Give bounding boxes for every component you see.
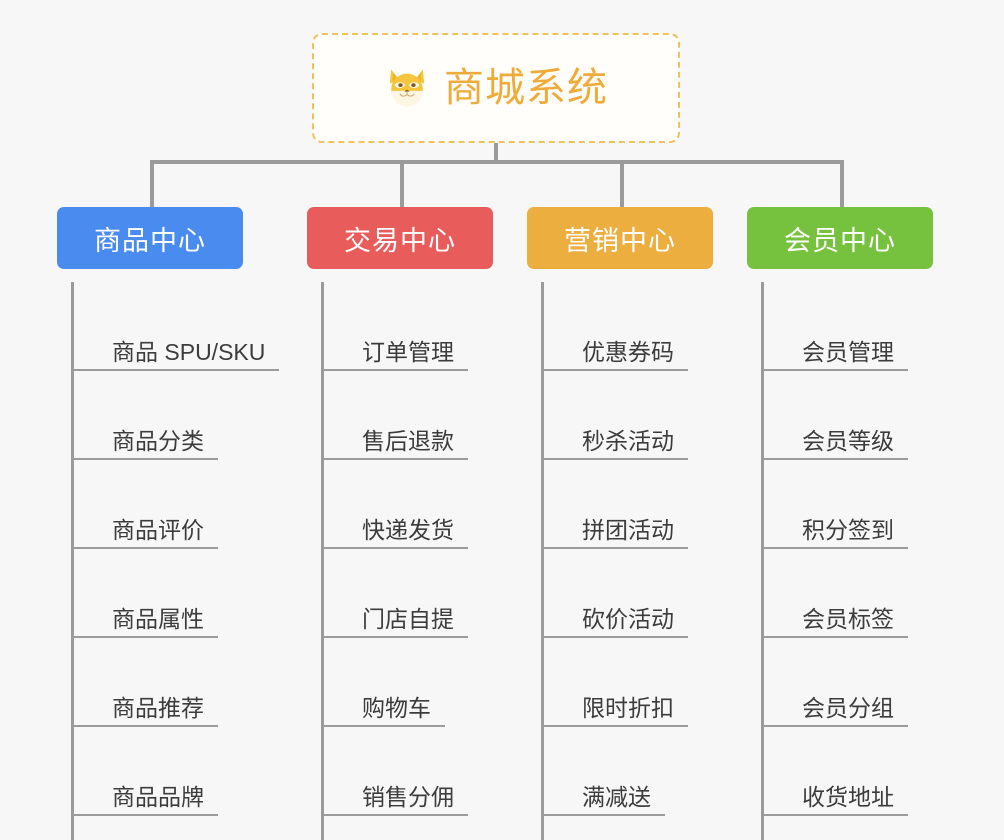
leaf-label: 满减送 bbox=[582, 783, 651, 810]
leaf-underline bbox=[71, 547, 218, 549]
leaf-item[interactable]: 会员标签 bbox=[761, 549, 943, 638]
leaf-underline bbox=[321, 458, 468, 460]
root-title: 商城系统 bbox=[444, 66, 608, 110]
leaf-label: 门店自提 bbox=[362, 605, 454, 632]
leaf-label: 商品属性 bbox=[112, 605, 204, 632]
leaf-list-trade: 订单管理 售后退款 快递发货 门店自提 购物车 销售分佣 bbox=[307, 282, 503, 840]
leaf-item[interactable]: 砍价活动 bbox=[541, 549, 723, 638]
leaf-label: 订单管理 bbox=[362, 338, 454, 365]
leaf-item[interactable]: 秒杀活动 bbox=[541, 371, 723, 460]
leaf-label: 商品分类 bbox=[112, 427, 204, 454]
leaf-item[interactable]: 商品属性 bbox=[71, 549, 253, 638]
leaf-underline bbox=[541, 369, 688, 371]
leaf-label: 收货地址 bbox=[802, 783, 894, 810]
leaf-item[interactable]: 销售分佣 bbox=[321, 727, 503, 816]
leaf-spine bbox=[541, 282, 544, 840]
leaf-item[interactable]: 收货地址 bbox=[761, 727, 943, 816]
connector-drop-1 bbox=[150, 160, 154, 207]
leaf-underline bbox=[541, 725, 688, 727]
branch-column-marketing: 营销中心 优惠券码 秒杀活动 拼团活动 砍价活动 限时折扣 满减送 bbox=[527, 207, 723, 840]
category-header-marketing[interactable]: 营销中心 bbox=[527, 207, 713, 269]
leaf-underline bbox=[71, 814, 218, 816]
leaf-underline bbox=[71, 458, 218, 460]
leaf-label: 快递发货 bbox=[362, 516, 454, 543]
branch-column-trade: 交易中心 订单管理 售后退款 快递发货 门店自提 购物车 销售分佣 bbox=[307, 207, 503, 840]
leaf-label: 砍价活动 bbox=[582, 605, 674, 632]
leaf-label: 优惠券码 bbox=[582, 338, 674, 365]
leaf-item[interactable]: 商品推荐 bbox=[71, 638, 253, 727]
connector-horizontal-bus bbox=[150, 160, 842, 164]
leaf-underline bbox=[71, 369, 279, 371]
leaf-item[interactable]: 拼团活动 bbox=[541, 460, 723, 549]
leaf-label: 会员分组 bbox=[802, 694, 894, 721]
leaf-underline bbox=[321, 547, 468, 549]
leaf-label: 商品品牌 bbox=[112, 783, 204, 810]
leaf-label: 限时折扣 bbox=[582, 694, 674, 721]
leaf-underline bbox=[541, 636, 688, 638]
leaf-underline bbox=[761, 369, 908, 371]
leaf-label: 拼团活动 bbox=[582, 516, 674, 543]
leaf-underline bbox=[761, 814, 908, 816]
leaf-item[interactable]: 会员管理 bbox=[761, 282, 943, 371]
leaf-item[interactable]: 会员分组 bbox=[761, 638, 943, 727]
leaf-item[interactable]: 快递发货 bbox=[321, 460, 503, 549]
leaf-label: 商品推荐 bbox=[112, 694, 204, 721]
leaf-label: 会员等级 bbox=[802, 427, 894, 454]
leaf-underline bbox=[541, 814, 665, 816]
root-node[interactable]: 商城系统 bbox=[312, 33, 680, 143]
leaf-label: 会员管理 bbox=[802, 338, 894, 365]
leaf-item[interactable]: 限时折扣 bbox=[541, 638, 723, 727]
leaf-item[interactable]: 积分签到 bbox=[761, 460, 943, 549]
leaf-item[interactable]: 售后退款 bbox=[321, 371, 503, 460]
leaf-underline bbox=[321, 725, 445, 727]
leaf-list-marketing: 优惠券码 秒杀活动 拼团活动 砍价活动 限时折扣 满减送 bbox=[527, 282, 723, 840]
leaf-underline bbox=[541, 458, 688, 460]
leaf-underline bbox=[321, 369, 468, 371]
branch-column-product: 商品中心 商品 SPU/SKU 商品分类 商品评价 商品属性 商品推荐 商品品牌 bbox=[57, 207, 279, 840]
leaf-item[interactable]: 优惠券码 bbox=[541, 282, 723, 371]
leaf-item[interactable]: 会员等级 bbox=[761, 371, 943, 460]
leaf-underline bbox=[761, 458, 908, 460]
category-header-product[interactable]: 商品中心 bbox=[57, 207, 243, 269]
leaf-list-product: 商品 SPU/SKU 商品分类 商品评价 商品属性 商品推荐 商品品牌 bbox=[57, 282, 279, 840]
leaf-label: 会员标签 bbox=[802, 605, 894, 632]
connector-drop-3 bbox=[620, 160, 624, 207]
connector-drop-2 bbox=[400, 160, 404, 207]
leaf-label: 销售分佣 bbox=[362, 783, 454, 810]
branch-column-member: 会员中心 会员管理 会员等级 积分签到 会员标签 会员分组 收货地址 bbox=[747, 207, 943, 840]
leaf-label: 积分签到 bbox=[802, 516, 894, 543]
connector-drop-4 bbox=[840, 160, 844, 207]
leaf-label: 售后退款 bbox=[362, 427, 454, 454]
category-header-member[interactable]: 会员中心 bbox=[747, 207, 933, 269]
leaf-item[interactable]: 商品品牌 bbox=[71, 727, 253, 816]
leaf-underline bbox=[71, 636, 218, 638]
leaf-list-member: 会员管理 会员等级 积分签到 会员标签 会员分组 收货地址 bbox=[747, 282, 943, 840]
shiba-inu-dog-face-icon bbox=[389, 69, 425, 107]
leaf-label: 秒杀活动 bbox=[582, 427, 674, 454]
leaf-underline bbox=[321, 814, 468, 816]
leaf-spine bbox=[321, 282, 324, 840]
leaf-item[interactable]: 订单管理 bbox=[321, 282, 503, 371]
leaf-item[interactable]: 商品分类 bbox=[71, 371, 253, 460]
leaf-item[interactable]: 满减送 bbox=[541, 727, 723, 816]
category-header-trade[interactable]: 交易中心 bbox=[307, 207, 493, 269]
leaf-item[interactable]: 商品评价 bbox=[71, 460, 253, 549]
leaf-item[interactable]: 购物车 bbox=[321, 638, 503, 727]
leaf-underline bbox=[761, 547, 908, 549]
leaf-label: 购物车 bbox=[362, 694, 431, 721]
leaf-underline bbox=[541, 547, 688, 549]
leaf-label: 商品 SPU/SKU bbox=[112, 338, 266, 365]
leaf-item[interactable]: 门店自提 bbox=[321, 549, 503, 638]
leaf-spine bbox=[761, 282, 764, 840]
connector-root-stem bbox=[494, 143, 498, 164]
leaf-underline bbox=[761, 725, 908, 727]
leaf-underline bbox=[71, 725, 218, 727]
leaf-underline bbox=[761, 636, 908, 638]
leaf-underline bbox=[321, 636, 468, 638]
leaf-spine bbox=[71, 282, 74, 840]
leaf-label: 商品评价 bbox=[112, 516, 204, 543]
leaf-item[interactable]: 商品 SPU/SKU bbox=[71, 282, 279, 371]
